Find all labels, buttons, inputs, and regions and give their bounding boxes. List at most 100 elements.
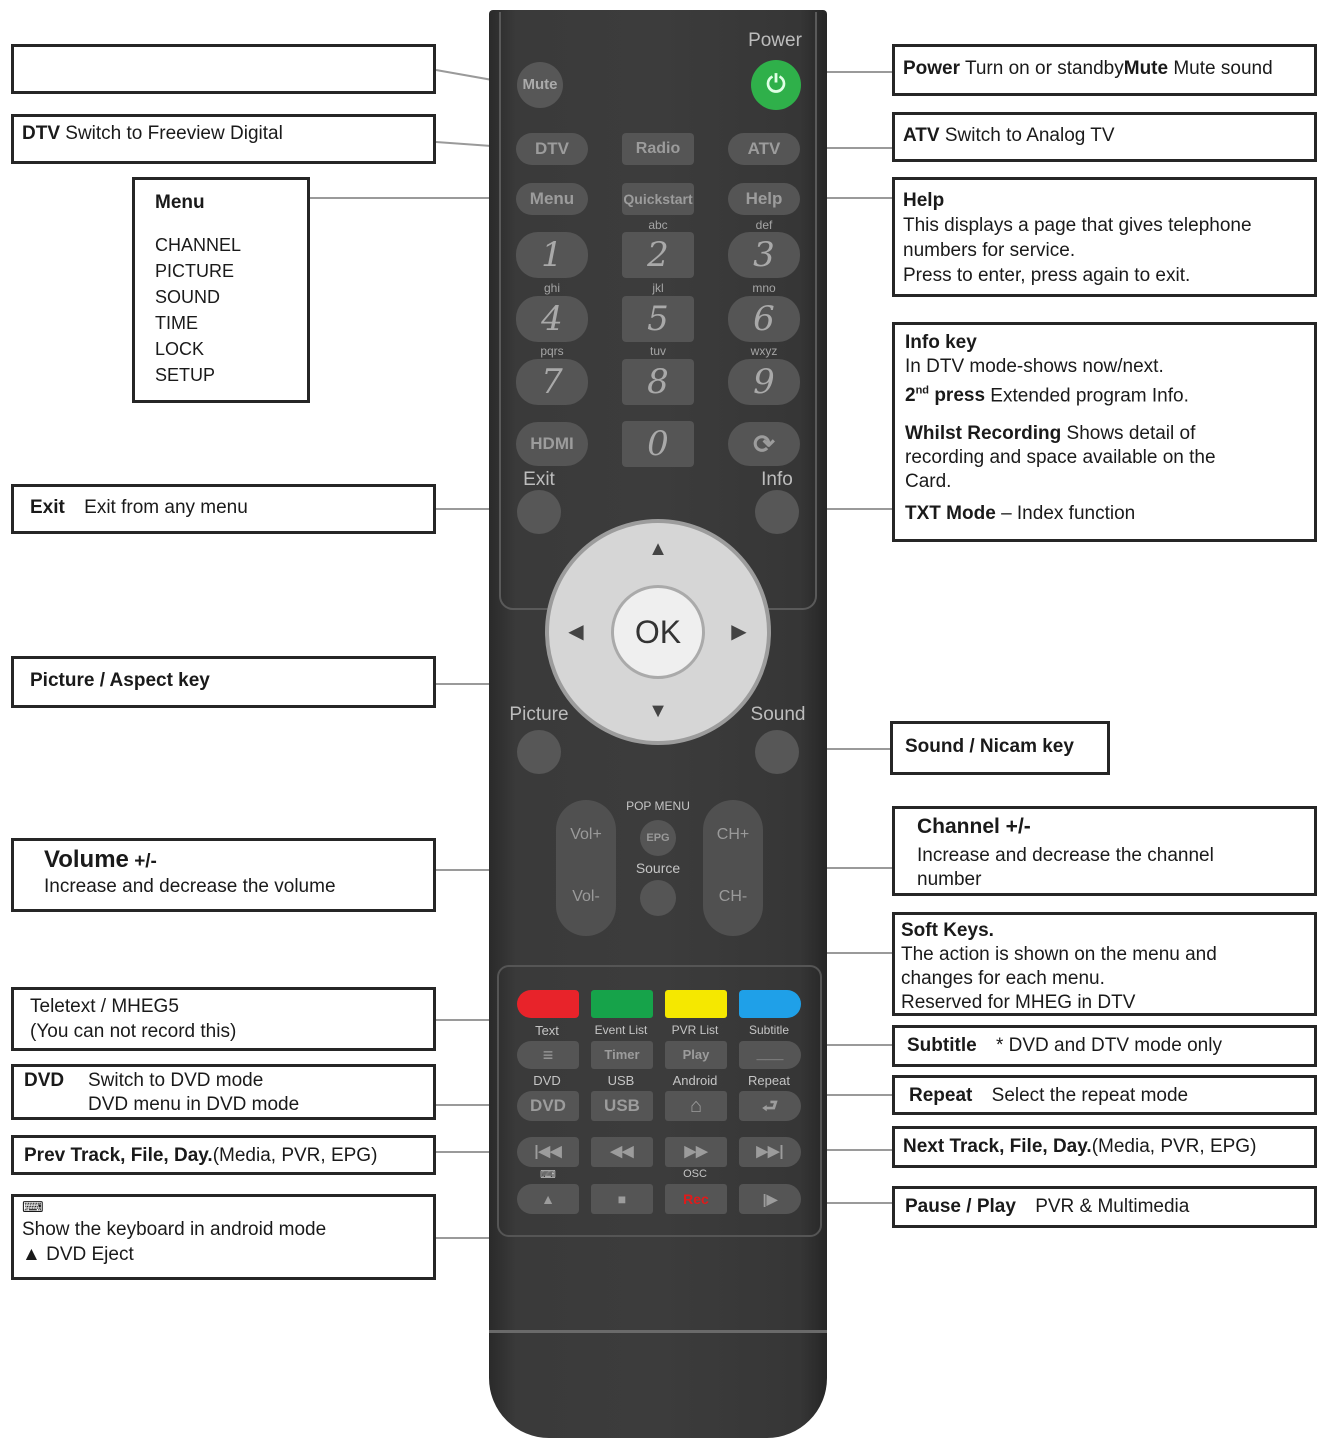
arrow-up-icon[interactable]: ▲	[648, 538, 668, 560]
blue-soft-key[interactable]	[739, 990, 801, 1018]
dvd-callout: DVD Switch to DVD mode DVD menu in DVD m…	[11, 1064, 436, 1120]
repeat-button[interactable]: ⮐	[739, 1091, 801, 1121]
info-press-word: press	[934, 385, 986, 407]
yellow-soft-key[interactable]	[665, 990, 727, 1018]
text-label: Text	[535, 1023, 559, 1038]
eject-small-icon: ▲	[22, 1244, 47, 1265]
soft-line2: changes for each menu.	[901, 968, 1105, 989]
hdmi-button[interactable]: HDMI	[516, 422, 588, 466]
digit-8-button[interactable]: 8	[622, 359, 694, 405]
epg-button[interactable]: EPG	[640, 820, 676, 856]
channel-callout-title: Channel +/-	[917, 815, 1031, 838]
dtv-button[interactable]: DTV	[516, 133, 588, 165]
source-button[interactable]	[640, 880, 676, 916]
event-list-label: Event List	[594, 1023, 648, 1037]
digit-9-button[interactable]: 9	[728, 359, 800, 405]
help-callout: Help This displays a page that gives tel…	[892, 177, 1317, 297]
play-list-button[interactable]: Play	[665, 1041, 727, 1069]
help-button[interactable]: Help	[728, 183, 800, 215]
volume-callout-desc: Increase and decrease the volume	[44, 876, 336, 897]
rewind-button[interactable]: ◀◀	[591, 1137, 653, 1167]
green-soft-key[interactable]	[591, 990, 653, 1018]
atv-button[interactable]: ATV	[728, 133, 800, 165]
volume-rocker[interactable]	[556, 800, 616, 936]
power-callout-key2: Mute	[1123, 58, 1169, 79]
help-line3: Press to enter, press again to exit.	[903, 265, 1191, 286]
soft-line1: The action is shown on the menu and	[901, 944, 1217, 965]
teletext-callout: Teletext / MHEG5 (You can not record thi…	[11, 987, 436, 1051]
prev-callout-key: Prev Track, File, Day.	[24, 1145, 213, 1166]
android-button[interactable]: ⌂	[665, 1091, 727, 1121]
digit-0-button[interactable]: 0	[622, 421, 694, 467]
channel-rocker[interactable]	[703, 800, 763, 936]
info-button[interactable]	[755, 490, 799, 534]
timer-button[interactable]: Timer	[591, 1041, 653, 1069]
info-line3: recording and space available on the	[905, 447, 1216, 469]
menu-button[interactable]: Menu	[516, 183, 588, 215]
subtitle-callout-key: Subtitle	[907, 1035, 977, 1056]
ok-button[interactable]: OK	[611, 585, 705, 679]
radio-button[interactable]: Radio	[622, 133, 694, 165]
soft-line3: Reserved for MHEG in DTV	[901, 992, 1136, 1013]
text-button[interactable]: ≡	[517, 1041, 579, 1069]
subtitle-callout-desc: * DVD and DTV mode only	[995, 1035, 1222, 1056]
picture-label: Picture	[509, 704, 569, 725]
digit-6-button[interactable]: 6	[728, 296, 800, 342]
picture-callout: Picture / Aspect key	[11, 656, 436, 708]
subtitle-callout: Subtitle * DVD and DTV mode only	[892, 1025, 1317, 1067]
menu-item-setup: SETUP	[155, 365, 216, 385]
exit-callout: Exit Exit from any menu	[11, 484, 436, 534]
volume-callout: Volume +/- Increase and decrease the vol…	[11, 838, 436, 912]
lines-icon: ≡	[542, 1045, 554, 1065]
dvd-button[interactable]: DVD	[517, 1091, 579, 1121]
info-line4: Card.	[905, 471, 952, 493]
home-icon: ⌂	[689, 1095, 703, 1117]
repeat-callout-desc: Select the repeat mode	[991, 1085, 1189, 1106]
help-callout-title: Help	[903, 190, 945, 211]
digit-4-button[interactable]: 4	[516, 296, 588, 342]
atv-callout-desc: Switch to Analog TV	[944, 125, 1115, 146]
stop-button[interactable]: ■	[591, 1184, 653, 1214]
source-label: Source	[635, 860, 681, 876]
digit-7-button[interactable]: 7	[516, 359, 588, 405]
sound-callout-key: Sound / Nicam key	[905, 736, 1074, 757]
info-label: Info	[761, 469, 793, 490]
record-button[interactable]: Rec	[665, 1184, 727, 1214]
pause-play-button[interactable]: |▶	[739, 1184, 801, 1214]
info-line1: In DTV mode-shows now/next.	[905, 356, 1164, 377]
mute-callout	[11, 44, 436, 94]
dvd-callout-line2: DVD menu in DVD mode	[88, 1094, 300, 1115]
soft-keys-callout: Soft Keys. The action is shown on the me…	[892, 912, 1317, 1016]
arrow-right-icon[interactable]: ▶	[731, 621, 747, 643]
channel-callout: Channel +/- Increase and decrease the ch…	[892, 806, 1317, 896]
pop-menu-label: POP MENU	[626, 799, 690, 813]
keyboard-line2: DVD Eject	[46, 1244, 134, 1265]
dvd-callout-key: DVD	[24, 1070, 65, 1091]
keyboard-icon: ⌨	[22, 1199, 44, 1216]
digit-1-button[interactable]: 1	[516, 232, 588, 278]
next-track-button[interactable]: ▶▶|	[739, 1137, 801, 1167]
arrow-left-icon[interactable]: ◀	[568, 621, 584, 643]
atv-callout-key: ATV	[903, 125, 940, 146]
red-soft-key[interactable]	[517, 990, 579, 1018]
digit-3-button[interactable]: 3	[728, 232, 800, 278]
arrow-down-icon[interactable]: ▼	[648, 700, 668, 722]
sound-button[interactable]	[755, 730, 799, 774]
exit-callout-key: Exit	[30, 497, 65, 518]
picture-button[interactable]	[517, 730, 561, 774]
digit-2-button[interactable]: 2	[622, 232, 694, 278]
recall-button[interactable]: ⟳	[728, 422, 800, 466]
skip-back-icon: |◀◀	[534, 1143, 562, 1160]
forward-button[interactable]: ▶▶	[665, 1137, 727, 1167]
info-rec-key: Whilst Recording	[905, 423, 1062, 445]
prev-track-button[interactable]: |◀◀	[517, 1137, 579, 1167]
power-button[interactable]: ⏻	[751, 60, 801, 110]
subtitle-button[interactable]: ___	[739, 1041, 801, 1069]
usb-button[interactable]: USB	[591, 1091, 653, 1121]
mute-button[interactable]: Mute	[517, 62, 563, 108]
dvd-callout-line1: Switch to DVD mode	[88, 1070, 264, 1091]
eject-button[interactable]: ▲	[517, 1184, 579, 1214]
exit-button[interactable]	[517, 490, 561, 534]
quickstart-button[interactable]: Quickstart	[622, 183, 694, 215]
digit-5-button[interactable]: 5	[622, 296, 694, 342]
